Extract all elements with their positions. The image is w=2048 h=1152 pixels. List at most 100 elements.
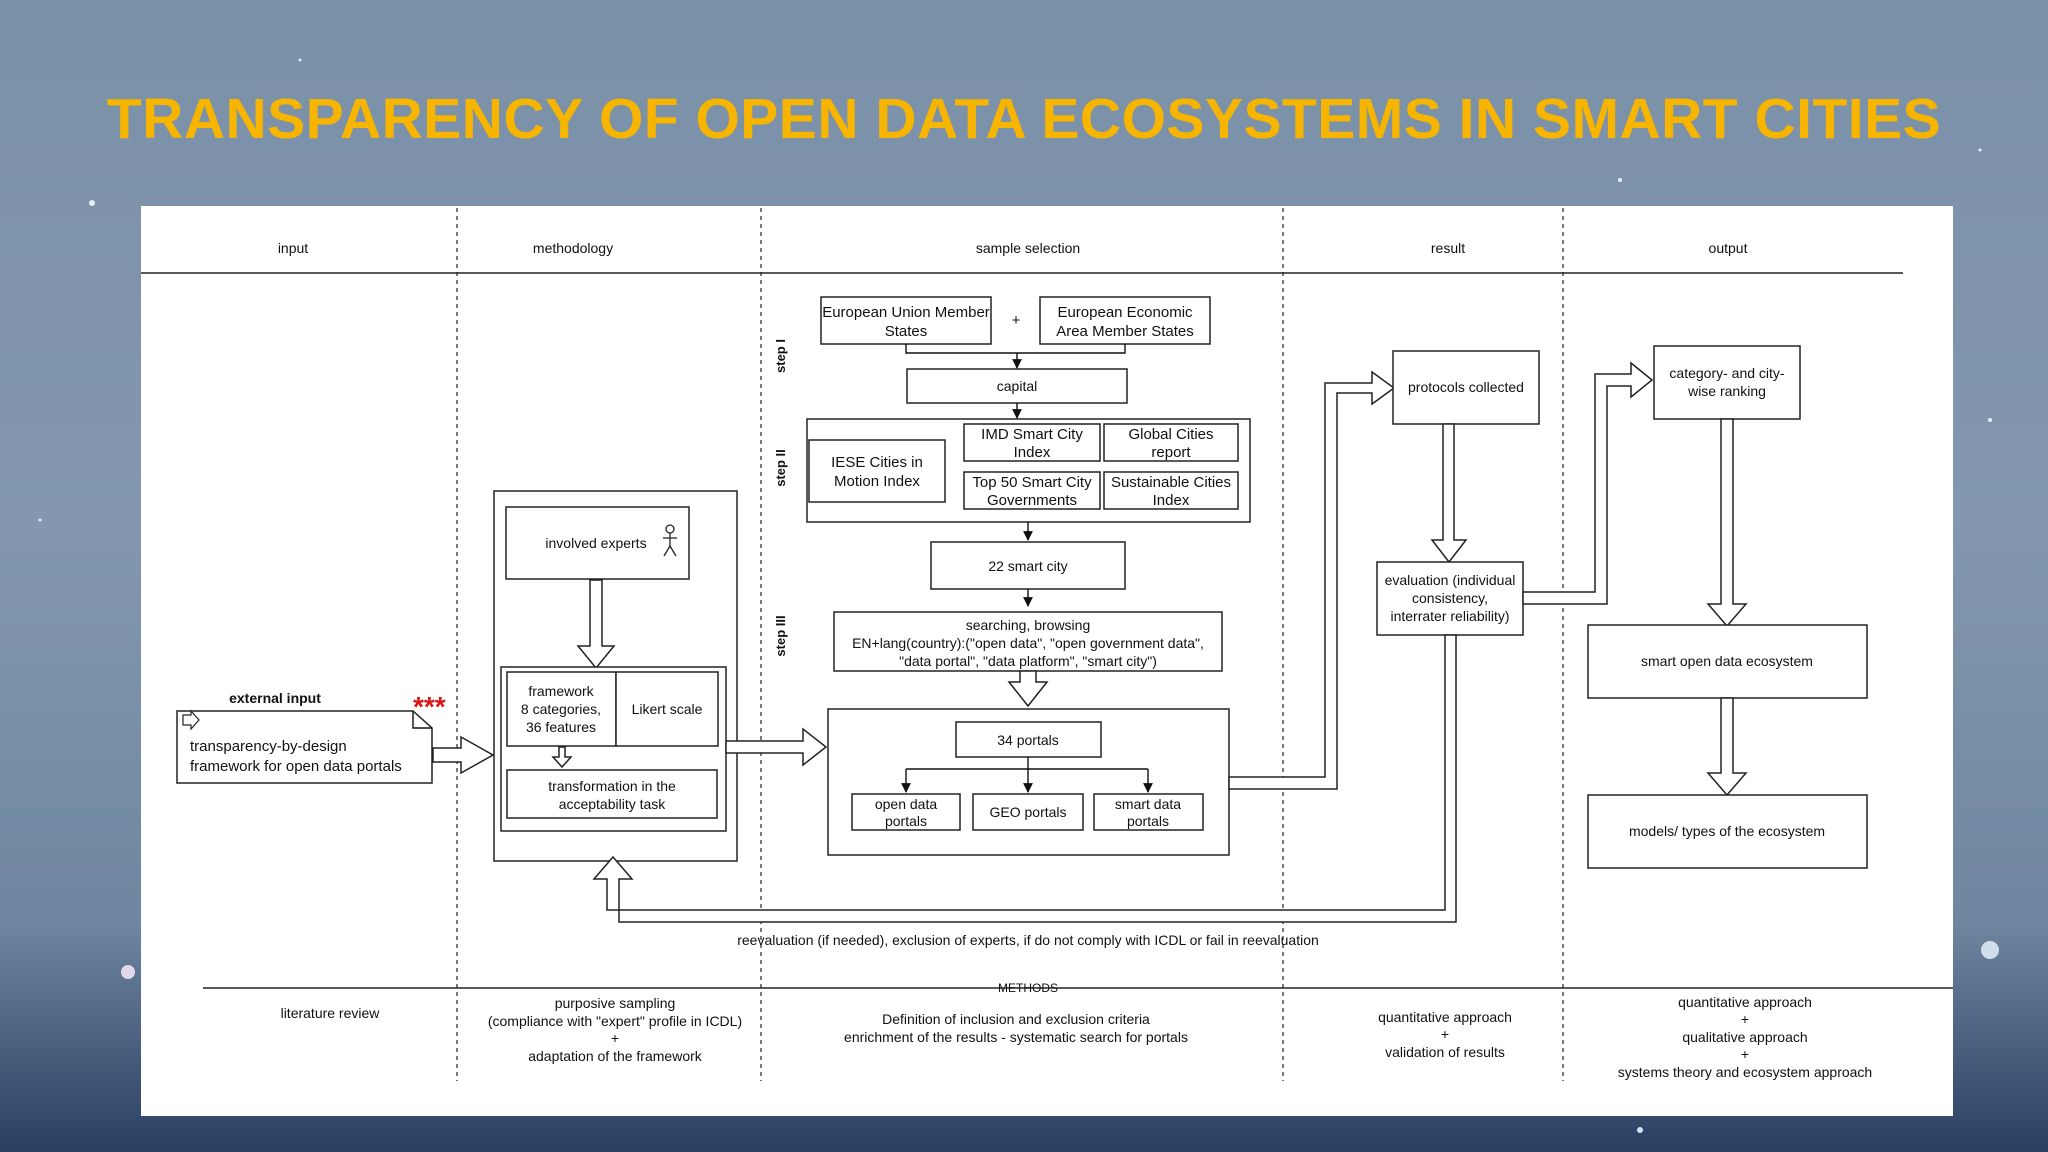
geo-portals-box bbox=[972, 793, 1084, 831]
arrow-search-to-portals bbox=[1007, 670, 1049, 708]
methods-result-line2: validation of results bbox=[1385, 1044, 1505, 1060]
eea-line1: European Economic bbox=[1057, 304, 1193, 321]
models-label: models/ types of the ecosystem bbox=[1629, 823, 1825, 839]
methods-output-line3: systems theory and ecosystem approach bbox=[1618, 1064, 1872, 1080]
arrow-methodology-to-portals bbox=[725, 727, 828, 767]
search-line3: "data portal", "data platform", "smart c… bbox=[899, 653, 1157, 669]
smartdata-line2: portals bbox=[1127, 813, 1169, 829]
ranking-line1: category- and city- bbox=[1669, 365, 1784, 381]
top50-line1: Top 50 Smart City bbox=[972, 474, 1092, 491]
person-icon bbox=[663, 524, 677, 557]
arrow-framework-to-transformation bbox=[551, 746, 573, 769]
top50-box bbox=[963, 471, 1101, 510]
framework-line3: 36 features bbox=[526, 719, 596, 735]
sust-line2: Index bbox=[1153, 492, 1190, 509]
input-arrow-icon bbox=[182, 709, 200, 731]
input-doc-line1: transparency-by-design bbox=[190, 738, 347, 755]
arrow-protocols-to-evaluation bbox=[1430, 423, 1468, 564]
methods-meth-line3: adaptation of the framework bbox=[528, 1048, 703, 1064]
methods-result-line1: quantitative approach bbox=[1378, 1009, 1512, 1025]
transformation-line1: transformation in the bbox=[548, 778, 676, 794]
column-output: output bbox=[1709, 240, 1748, 256]
eea-member-states-box bbox=[1039, 296, 1211, 345]
capital-box bbox=[906, 368, 1128, 404]
arrow-reevaluation-feedback bbox=[592, 634, 1457, 923]
framework-line1: framework bbox=[528, 683, 594, 699]
arrow-input-to-methodology bbox=[432, 735, 495, 775]
arrow-ecosystem-to-models bbox=[1706, 697, 1748, 797]
methods-sample-line1: Definition of inclusion and exclusion cr… bbox=[882, 1011, 1150, 1027]
slide-title: TRANSPARENCY OF OPEN DATA ECOSYSTEMS IN … bbox=[106, 87, 1942, 151]
methods-output-line1: quantitative approach bbox=[1678, 994, 1812, 1010]
arrow-evaluation-to-ranking bbox=[1522, 361, 1654, 605]
framework-diagram: input methodology sample selection resul… bbox=[141, 208, 1953, 1081]
imd-line2: Index bbox=[1014, 444, 1051, 461]
smart-city-22-box bbox=[930, 541, 1126, 590]
transformation-line2: acceptability task bbox=[559, 796, 667, 812]
smart-open-data-ecosystem-box bbox=[1587, 624, 1868, 699]
join-line-states bbox=[905, 344, 1126, 354]
smartdata-line1: smart data bbox=[1115, 796, 1181, 812]
methods-label: METHODS bbox=[998, 981, 1058, 995]
eu-line1: European Union Member bbox=[822, 304, 990, 321]
iese-line2: Motion Index bbox=[834, 473, 920, 490]
open-data-portals-box bbox=[851, 793, 961, 831]
external-input-document bbox=[176, 710, 433, 784]
smart-data-portals-box bbox=[1093, 793, 1204, 831]
likert-scale-box bbox=[615, 671, 719, 747]
methods-output-plus2: + bbox=[1741, 1046, 1749, 1062]
search-box bbox=[833, 611, 1223, 672]
eu-member-states-box bbox=[820, 296, 992, 345]
step-2-label: step II bbox=[773, 449, 788, 487]
ranking-box bbox=[1653, 345, 1801, 420]
evaluation-line2: consistency, bbox=[1412, 590, 1488, 606]
methods-meth-line1: purposive sampling bbox=[555, 995, 676, 1011]
arrow-portals-to-protocols bbox=[1228, 370, 1396, 790]
global-cities-box bbox=[1103, 423, 1239, 462]
search-line1: searching, browsing bbox=[966, 617, 1091, 633]
step-3-label: step III bbox=[773, 615, 788, 656]
top50-line2: Governments bbox=[987, 492, 1077, 509]
global-line2: report bbox=[1151, 444, 1191, 461]
capital-label: capital bbox=[997, 378, 1037, 394]
protocols-collected-box bbox=[1392, 350, 1540, 425]
models-box bbox=[1587, 794, 1868, 869]
portals-34-box bbox=[955, 721, 1102, 758]
evaluation-line3: interrater reliability) bbox=[1390, 608, 1509, 624]
sust-line1: Sustainable Cities bbox=[1111, 474, 1231, 491]
methods-input: literature review bbox=[281, 1005, 381, 1021]
open-portals-line1: open data bbox=[875, 796, 937, 812]
imd-index-box bbox=[963, 423, 1101, 462]
protocols-label: protocols collected bbox=[1408, 379, 1524, 395]
transformation-box bbox=[506, 769, 718, 819]
external-input-label: external input bbox=[229, 690, 321, 706]
involved-experts-box bbox=[505, 506, 690, 580]
search-line2: EN+lang(country):("open data", "open gov… bbox=[852, 635, 1204, 651]
geo-portals-label: GEO portals bbox=[989, 804, 1066, 820]
reevaluation-note: reevaluation (if needed), exclusion of e… bbox=[737, 932, 1319, 948]
eea-line2: Area Member States bbox=[1056, 323, 1194, 340]
column-methodology: methodology bbox=[533, 240, 613, 256]
methods-output-line2: qualitative approach bbox=[1682, 1029, 1807, 1045]
global-line1: Global Cities bbox=[1128, 426, 1213, 443]
column-sample-selection: sample selection bbox=[976, 240, 1080, 256]
column-input: input bbox=[278, 240, 308, 256]
plus-sign: + bbox=[1012, 312, 1021, 329]
open-portals-line2: portals bbox=[885, 813, 927, 829]
involved-experts-label: involved experts bbox=[545, 535, 646, 551]
sustainable-cities-box bbox=[1103, 471, 1239, 510]
evaluation-line1: evaluation (individual bbox=[1385, 572, 1516, 588]
iese-index-box bbox=[808, 439, 946, 503]
diagram-panel: input methodology sample selection resul… bbox=[141, 206, 1953, 1116]
methods-sample-line2: enrichment of the results - systematic s… bbox=[844, 1029, 1188, 1045]
methods-meth-plus: + bbox=[611, 1030, 619, 1046]
portals-34-label: 34 portals bbox=[997, 732, 1058, 748]
iese-line1: IESE Cities in bbox=[831, 454, 923, 471]
methods-output-plus1: + bbox=[1741, 1011, 1749, 1027]
arrow-experts-to-framework bbox=[576, 579, 616, 670]
likert-scale-label: Likert scale bbox=[632, 701, 703, 717]
red-asterisk-marker: *** bbox=[413, 691, 446, 722]
smart-city-22-label: 22 smart city bbox=[988, 558, 1067, 574]
methods-meth-line2: (compliance with "expert" profile in ICD… bbox=[488, 1013, 742, 1029]
document-fold bbox=[412, 711, 432, 729]
